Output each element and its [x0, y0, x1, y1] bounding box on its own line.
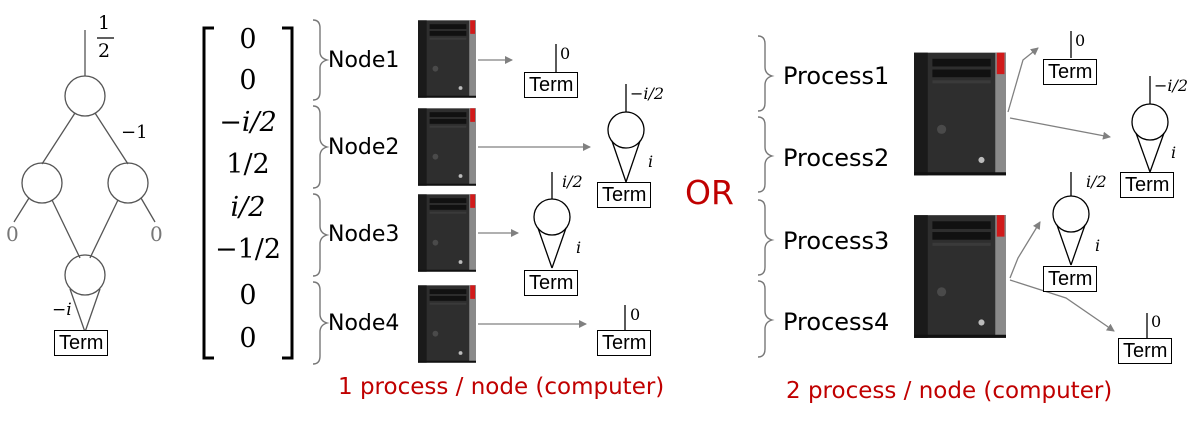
process-braces: [757, 35, 775, 358]
process-label: Process2: [783, 144, 890, 172]
n2-term-box: Term: [597, 182, 652, 208]
vector-entry: i/2: [230, 192, 266, 223]
r3-term-box: Term: [1043, 266, 1098, 292]
caption-right: 2 process / node (computer): [786, 378, 1113, 404]
node-computers: [418, 20, 476, 363]
r2-weight: −i/2: [1154, 76, 1189, 95]
vector-entry: −i/2: [219, 107, 277, 138]
or-label: OR: [685, 173, 734, 212]
tree-leaf-right: 0: [150, 222, 163, 246]
r1-term-box: Term: [1043, 59, 1098, 85]
tree-left-node: [21, 162, 63, 204]
r3-edge: i: [1095, 236, 1101, 255]
r2-term-box: Term: [1120, 172, 1175, 198]
node-braces: [312, 19, 330, 365]
tree-root-weight-num: 1: [98, 12, 111, 34]
computer-tower-icon: [418, 108, 476, 186]
computer-tower-icon: [914, 52, 1006, 176]
tree-edge-weight: −1: [121, 122, 148, 143]
process-label: Process4: [783, 308, 890, 336]
r3-weight: i/2: [1086, 172, 1107, 191]
process-computers: [914, 52, 1006, 338]
vector-brackets: [202, 26, 294, 360]
n4-weight: 0: [630, 305, 641, 324]
n2-weight: −i/2: [630, 84, 665, 103]
r1-weight: 0: [1075, 31, 1086, 50]
n1-weight: 0: [560, 44, 571, 63]
vector-entry: 0: [239, 24, 257, 55]
n2-edge: i: [648, 152, 654, 171]
node-label: Node1: [328, 48, 400, 73]
tree-bottom-weight: −i: [52, 300, 72, 320]
left-result-diagrams: [533, 44, 645, 331]
vector-entry: 1/2: [226, 149, 270, 180]
n3-weight: i/2: [562, 172, 583, 191]
tree-root-node: [64, 75, 106, 117]
n1-term-box: Term: [524, 72, 579, 98]
node-label: Node4: [328, 311, 400, 336]
computer-tower-icon: [418, 20, 476, 98]
tree-leaf-left: 0: [6, 222, 19, 246]
r4-weight: 0: [1151, 312, 1162, 331]
vector-entry: 0: [239, 280, 257, 311]
vector-entry: 0: [239, 65, 257, 96]
tree-diagram: [13, 30, 156, 333]
process-arrows: [1007, 47, 1115, 332]
tree-bottom-node: [64, 254, 106, 296]
node-label: Node2: [328, 135, 400, 160]
n3-edge: i: [576, 238, 582, 257]
computer-tower-icon: [418, 285, 476, 363]
computer-tower-icon: [418, 194, 476, 272]
node-arrows: [478, 56, 591, 328]
caption-left: 1 process / node (computer): [338, 374, 665, 400]
computer-tower-icon: [914, 215, 1006, 338]
right-result-diagrams: [1052, 31, 1169, 338]
process-label: Process3: [783, 227, 890, 255]
tree-term-box: Term: [54, 330, 109, 356]
r2-edge: i: [1171, 143, 1177, 162]
r4-term-box: Term: [1118, 338, 1173, 364]
tree-right-node: [107, 162, 149, 204]
vector-entry: −1/2: [214, 234, 282, 265]
process-label: Process1: [783, 62, 890, 90]
n3-term-box: Term: [524, 270, 579, 296]
tree-root-weight-den: 2: [98, 40, 111, 62]
node-label: Node3: [328, 222, 400, 247]
vector-entry: 0: [239, 323, 257, 354]
n4-term-box: Term: [597, 330, 652, 356]
